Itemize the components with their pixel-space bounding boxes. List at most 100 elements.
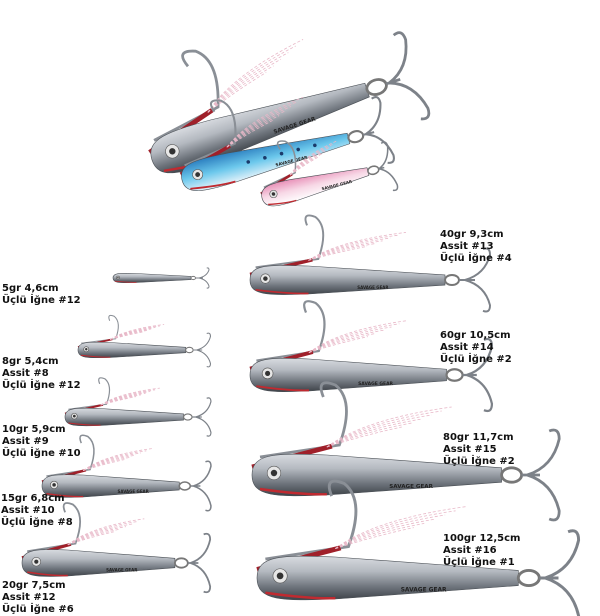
assist-hook-size: Assit #10 (1, 505, 55, 516)
lure-body (249, 265, 446, 295)
feather-icon (226, 96, 304, 148)
brand-logo: SAVAGE GEAR (357, 285, 388, 290)
treble-hook-size: Üçlü İğne #4 (440, 253, 512, 264)
assist-hook-size: Assit #8 (2, 368, 49, 379)
feather-icon (308, 333, 376, 353)
feather-icon (110, 327, 156, 340)
feather-icon (207, 45, 296, 113)
assist-hook-icon (259, 381, 348, 459)
lure-20gr: SAVAGE GEAR (21, 502, 212, 594)
assist-hook-size: Assit #14 (440, 342, 494, 353)
lure-body (249, 358, 447, 392)
weight-length: 100gr 12,5cm (443, 533, 521, 544)
feather-icon (289, 149, 327, 176)
feather-icon (335, 506, 467, 549)
variant-20gr-label: 20gr 7,5cm Assit #12 Üçlü İğne #6 (2, 580, 74, 616)
feather-icon (67, 526, 127, 546)
weight-length: 40gr 9,3cm (440, 229, 504, 240)
feather-icon (326, 406, 452, 448)
feather-icon (326, 426, 402, 448)
assist-hook-size: Assit #9 (2, 436, 49, 447)
treble-hook-size: Üçlü İğne #1 (443, 557, 515, 568)
hero-lure-blue: SAVAGE GEAR (179, 96, 395, 191)
feather-icon (335, 510, 456, 549)
feather-icon (308, 232, 407, 261)
treble-hook-size: Üçlü İğne #12 (2, 380, 81, 391)
weight-length: 20gr 7,5cm (2, 580, 66, 591)
weight-length: 80gr 11,7cm (443, 432, 514, 443)
assist-hook-icon (153, 49, 220, 142)
treble-hook-icon (190, 460, 212, 512)
feather-icon (110, 330, 147, 340)
feather-icon (326, 418, 422, 448)
feather-icon (110, 325, 160, 340)
assist-hook-icon (184, 99, 237, 167)
variant-100gr-label: 100gr 12,5cm Assit #16 Üçlü İğne #1 (443, 533, 520, 569)
brand-logo: SAVAGE GEAR (358, 381, 393, 387)
assist-hook-icon (256, 300, 326, 362)
lure-body (77, 341, 186, 359)
assist-hook-icon (68, 377, 111, 410)
lure-5gr (112, 267, 210, 289)
assist-hook-size: Assit #16 (443, 545, 497, 556)
variant-40gr-label: 40gr 9,3cm Assit #13 Üçlü İğne #4 (440, 229, 512, 265)
feather-icon (110, 324, 165, 340)
lure-80gr: SAVAGE GEAR (251, 381, 561, 522)
feather-icon (100, 391, 151, 406)
assist-hook-icon (46, 434, 95, 477)
brand-logo: SAVAGE GEAR (106, 567, 137, 572)
variant-8gr-label: 8gr 5,4cm Assit #8 Üçlü İğne #12 (2, 356, 81, 392)
hero-lure-silver: SAVAGE GEAR (148, 31, 431, 174)
feather-icon (100, 394, 141, 406)
treble-hook-icon (385, 31, 431, 121)
treble-hook-size: Üçlü İğne #8 (1, 517, 73, 528)
assist-hook-size: Assit #15 (443, 444, 497, 455)
brand-logo: SAVAGE GEAR (118, 489, 149, 494)
feather-icon (335, 514, 446, 549)
lure-10gr (64, 377, 212, 437)
weight-length: 5gr 4,6cm (2, 283, 59, 294)
treble-hook-icon (362, 96, 395, 164)
assist-hook-icon (263, 140, 297, 189)
feather-icon (100, 392, 146, 406)
lure-body (21, 549, 176, 577)
feather-icon (82, 452, 141, 471)
treble-hook-icon (192, 397, 212, 437)
feather-icon (335, 527, 414, 549)
feather-icon (289, 156, 320, 176)
brand-logo: SAVAGE GEAR (389, 484, 433, 490)
treble-hook-icon (539, 529, 581, 616)
lure-body (64, 407, 184, 427)
feather-icon (326, 422, 412, 448)
treble-hook-icon (187, 532, 212, 594)
variant-80gr-label: 80gr 11,7cm Assit #15 Üçlü İğne #2 (443, 432, 515, 468)
feather-icon (289, 140, 338, 176)
treble-hook-icon (462, 337, 494, 413)
treble-hook-size: Üçlü İğne #12 (2, 295, 81, 306)
lure-40gr: SAVAGE GEAR (249, 214, 491, 313)
treble-hook-size: Üçlü İğne #10 (2, 448, 81, 459)
assist-hook-icon (80, 314, 119, 344)
feather-icon (100, 389, 156, 406)
weight-length: 60gr 10,5cm (440, 330, 511, 341)
feather-icon (100, 387, 160, 406)
lure-60gr: SAVAGE GEAR (249, 300, 494, 413)
feather-icon (335, 518, 435, 549)
treble-hook-size: Üçlü İğne #2 (440, 354, 512, 365)
lure-body (112, 273, 192, 283)
treble-hook-icon (378, 141, 399, 192)
feather-icon (207, 39, 304, 113)
weight-length: 10gr 5,9cm (2, 424, 66, 435)
feather-icon (82, 448, 152, 471)
variant-15gr-label: 15gr 6,8cm Assit #10 Üçlü İğne #8 (1, 493, 73, 529)
assist-hook-icon (27, 502, 81, 553)
treble-hook-size: Üçlü İğne #2 (443, 456, 515, 467)
weight-length: 15gr 6,8cm (1, 493, 65, 504)
brand-logo: SAVAGE GEAR (401, 587, 447, 593)
feather-icon (100, 396, 137, 406)
assist-hook-size: Assit #13 (440, 241, 494, 252)
variant-5gr-label: 5gr 4,6cm Üçlü İğne #12 (2, 283, 81, 307)
treble-hook-icon (195, 267, 210, 289)
feather-icon (83, 459, 125, 471)
